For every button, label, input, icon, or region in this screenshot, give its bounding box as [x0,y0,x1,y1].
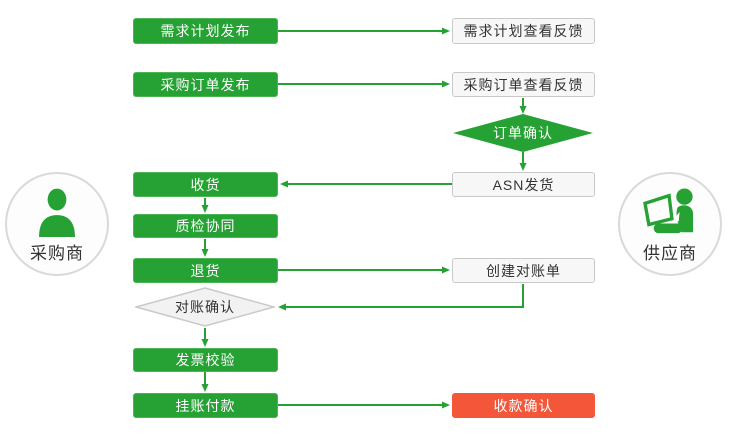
node-po-feedback-label: 采购订单查看反馈 [463,76,584,93]
node-create-statement-label: 创建对账单 [486,262,561,279]
node-po-feedback: 采购订单查看反馈 [452,72,595,97]
node-asn-ship-label: ASN发货 [492,176,555,193]
buyer-person-icon [31,185,83,237]
buyer-label: 采购商 [30,243,84,263]
node-quality-check: 质检协同 [133,214,278,238]
node-invoice-verify-label: 发票校验 [175,352,236,368]
node-receipt-confirm: 收款确认 [452,393,595,418]
node-demand-plan-publish: 需求计划发布 [133,18,278,44]
node-demand-plan-feedback-label: 需求计划查看反馈 [463,23,584,39]
node-order-confirm: 订单确认 [453,114,593,152]
node-demand-plan-publish-label: 需求计划发布 [160,23,251,39]
node-po-publish: 采购订单发布 [133,72,278,97]
supplier-label: 供应商 [643,243,697,263]
node-return-goods: 退货 [133,258,278,283]
node-demand-plan-feedback: 需求计划查看反馈 [452,18,595,44]
node-receipt-confirm-label: 收款确认 [493,397,554,414]
node-payment-on-account-label: 挂账付款 [175,397,236,414]
node-asn-ship: ASN发货 [452,172,595,197]
node-po-publish-label: 采购订单发布 [160,76,251,93]
node-payment-on-account: 挂账付款 [133,393,278,418]
node-receive-label: 收货 [190,176,221,193]
node-return-goods-label: 退货 [190,262,221,279]
node-invoice-verify: 发票校验 [133,348,278,372]
node-receive: 收货 [133,172,278,197]
node-reconcile-confirm-label: 对账确认 [175,299,235,315]
node-reconcile-confirm: 对账确认 [135,287,275,327]
node-order-confirm-label: 订单确认 [493,125,553,141]
node-quality-check-label: 质检协同 [175,218,236,234]
supplier-actor: 供应商 [618,172,722,276]
order-confirm-diamond-shape [453,114,593,152]
reconcile-diamond-shape [135,287,275,327]
supplier-laptop-person-icon [639,185,701,237]
buyer-actor: 采购商 [5,172,109,276]
connector-statement-to-reconcile [278,284,524,311]
node-create-statement: 创建对账单 [452,258,595,283]
